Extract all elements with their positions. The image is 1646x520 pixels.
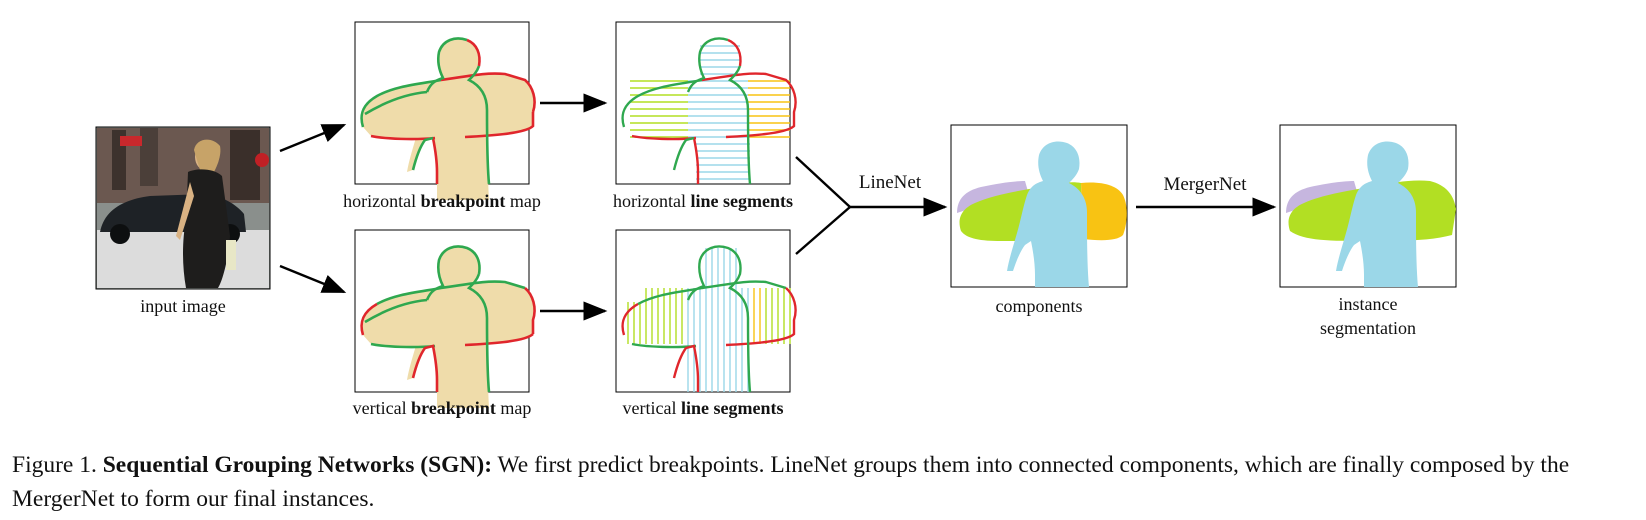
components-panel xyxy=(950,124,1128,288)
input-image-text: input image xyxy=(140,296,226,316)
h-bp-post: map xyxy=(505,191,541,211)
figure-diagram xyxy=(95,21,1457,408)
instance-segmentation-label: instance segmentation xyxy=(1280,292,1456,340)
caption-prefix: Figure 1. xyxy=(12,452,103,478)
instance-line1: instance xyxy=(1338,294,1398,314)
v-ls-bold: line segments xyxy=(680,398,784,418)
linenet-label: LineNet xyxy=(840,172,940,194)
instance-segmentation-panel xyxy=(1279,124,1457,288)
figure-caption: Figure 1. Sequential Grouping Networks (… xyxy=(12,448,1640,516)
caption-title: Sequential Grouping Networks (SGN): xyxy=(102,452,493,478)
v-ls-pre: vertical xyxy=(622,398,681,418)
linenet-text: LineNet xyxy=(858,172,922,193)
components-text: components xyxy=(995,296,1083,316)
vertical-line-segments-label: vertical line segments xyxy=(588,397,818,419)
input-image-caption: input image xyxy=(96,295,270,317)
vertical-breakpoint-map xyxy=(354,229,536,408)
merge-line-bottom xyxy=(795,206,851,255)
vertical-line-segments-panel xyxy=(615,229,797,393)
caption-body: We first predict breakpoints. LineNet gr… xyxy=(12,452,1570,512)
h-bp-bold: breakpoint xyxy=(420,191,506,211)
mergernet-label: MergerNet xyxy=(1140,174,1270,196)
horizontal-line-segments-panel xyxy=(615,21,797,185)
h-ls-bold: line segments xyxy=(690,191,793,211)
mergernet-text: MergerNet xyxy=(1163,174,1247,195)
v-bp-post: map xyxy=(495,398,532,418)
horizontal-breakpoint-map xyxy=(354,21,536,200)
input-image xyxy=(95,126,271,290)
components-label: components xyxy=(951,295,1127,317)
instance-line2: segmentation xyxy=(1320,318,1416,338)
h-ls-pre: horizontal xyxy=(613,191,691,211)
v-bp-bold: breakpoint xyxy=(411,398,496,418)
horizontal-breakpoint-label: horizontal breakpoint map xyxy=(322,190,562,212)
h-bp-pre: horizontal xyxy=(343,191,421,211)
arrows xyxy=(279,93,1277,321)
horizontal-line-segments-label: horizontal line segments xyxy=(588,190,818,212)
arrow-input-to-horizontal xyxy=(279,123,347,153)
arrow-input-to-vertical xyxy=(279,264,347,294)
merge-line-top xyxy=(795,156,851,208)
vertical-breakpoint-label: vertical breakpoint map xyxy=(322,397,562,419)
v-bp-pre: vertical xyxy=(352,398,412,418)
